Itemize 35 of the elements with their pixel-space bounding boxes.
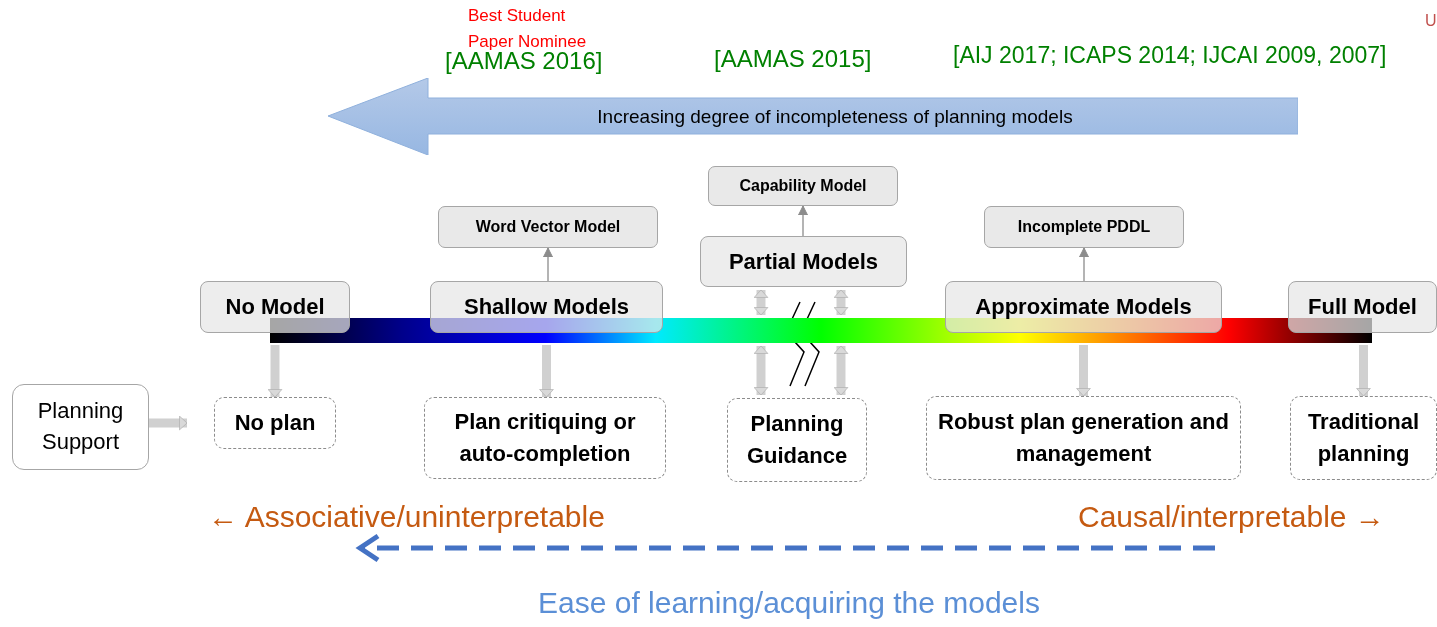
model-box: Full Model [1288,281,1437,333]
model-box: No Model [200,281,350,333]
block-arrow [1356,345,1371,397]
arrow [543,247,553,282]
outcome-box: Planning Guidance [727,398,867,482]
award-note: Best Student Paper Nominee [468,5,588,52]
scale-end-label: ← Associative/uninterpretable [208,500,605,534]
model-box: Shallow Models [430,281,663,333]
model-box: Approximate Models [945,281,1222,333]
citation-text: [AIJ 2017; ICAPS 2014; IJCAI 2009, 2007] [953,42,1387,69]
scale-end-label: Causal/interpretable → [1078,500,1385,534]
arrow [1079,247,1089,282]
outcome-box: Plan critiquing or auto-completion [424,397,666,479]
outcome-box: Traditional planning [1290,396,1437,480]
block-arrow [833,289,849,316]
model-box: Capability Model [708,166,898,206]
outcome-box: No plan [214,397,336,449]
block-arrow [753,345,769,396]
outcome-box: Robust plan generation and management [926,396,1241,480]
block-arrow [267,345,283,398]
arrow-label: Increasing degree of incompleteness of planning models [597,105,1073,128]
block-arrow [149,415,188,431]
block-arrow [753,289,769,316]
cut-off-text: U [1425,12,1437,30]
axis-caption: Ease of learning/acquiring the models [538,586,1040,620]
citation-text: [AAMAS 2015] [714,45,872,73]
model-box: Word Vector Model [438,206,658,248]
block-arrow [833,345,849,396]
block-arrow [539,345,554,398]
model-box: Incomplete PDDL [984,206,1184,248]
support-box: Planning Support [12,384,149,470]
direction-arrow-banner [328,78,1298,155]
arrow [798,205,808,237]
block-arrow [1076,345,1091,397]
model-box: Partial Models [700,236,907,287]
